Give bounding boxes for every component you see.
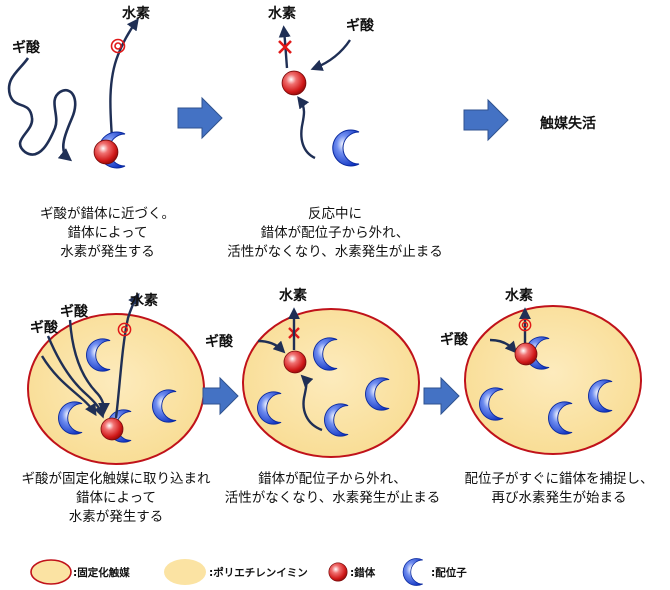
label-formic-acid: ギ酸 [346,17,375,34]
caption-line: 配位子がすぐに錯体を捕捉し、 [464,471,654,487]
legend-catalyst-label: :固定化触媒 [73,567,130,579]
legend-ligand-icon [402,558,424,586]
label-hydrogen: 水素 [268,5,296,22]
formic-acid-path [7,57,77,162]
process-arrow-4 [423,376,460,416]
bottom-panel-1: 水素 ギ酸 ギ酸 [27,292,205,465]
caption-top-1: ギ酸が錯体に近づく。 錯体によって 水素が発生する [10,205,205,262]
caption-line: 錯体によって [76,490,156,506]
ligand-icon [332,129,360,167]
label-hydrogen: 水素 [279,287,307,304]
process-arrow-1 [177,96,223,140]
hydrogen-path [109,18,139,139]
caption-line: ギ酸が錯体に近づく。 [40,206,175,222]
label-formic-acid: ギ酸 [60,303,89,320]
bottom-panel-3: 水素 ギ酸 [440,287,642,455]
caption-line: ギ酸が固定化触媒に取り込まれ [21,471,211,487]
caption-line: 活性がなくなり、水素発生が止まる [224,490,441,506]
immobilized-catalyst [464,305,642,455]
bottom-panel-2: 水素 ギ酸 [205,287,420,458]
caption-bottom-2: 錯体が配位子から外れ、 活性がなくなり、水素発生が止まる [210,470,455,508]
formic-acid-path [257,339,286,354]
label-hydrogen: 水素 [122,5,150,22]
caption-bottom-1: ギ酸が固定化触媒に取り込まれ 錯体によって 水素が発生する [0,470,232,527]
formic-acid-path [68,319,110,415]
label-formic-acid: ギ酸 [12,39,41,56]
legend-ligand-label: :配位子 [431,567,467,579]
legend-complex-label: :錯体 [350,567,376,579]
complex-icon [93,139,119,165]
formic-acid-path [489,338,518,354]
complex-path [297,96,316,160]
caption-line: 錯体が配位子から外れ、 [258,471,407,487]
legend-catalyst-swatch [30,559,72,585]
formic-acid-path [310,39,351,71]
top-panel-2: 水素 ギ酸 [268,5,375,167]
hydrogen-path [114,292,140,419]
label-formic-acid: ギ酸 [440,331,469,348]
caption-bottom-3: 配位子がすぐに錯体を捕捉し、 再び水素発生が始まる [450,470,668,508]
immobilized-catalyst [242,308,420,458]
caption-line: 水素が発生する [68,509,164,525]
blocked-mark [278,40,292,54]
legend-polymer-label: :ポリエチレンイミン [209,567,308,579]
label-hydrogen: 水素 [505,287,533,304]
immobilized-catalyst [27,313,205,465]
label-hydrogen: 水素 [130,292,158,309]
caption-line: 錯体が配位子から外れ、 [260,225,410,241]
process-arrow-2 [463,98,509,142]
complex-icon [514,342,538,366]
caption-line: 再び水素発生が始まる [491,490,627,506]
process-arrow-3 [202,376,239,416]
label-formic-acid: ギ酸 [205,333,234,350]
formic-acid-path [40,355,97,417]
legend-complex-icon [328,562,348,582]
caption-line: 活性がなくなり、水素発生が止まる [227,244,443,260]
complex-path [300,374,323,432]
caption-top-2: 反応中に 錯体が配位子から外れ、 活性がなくなり、水素発生が止まる [205,205,465,262]
caption-line: 反応中に [308,206,362,222]
legend-polymer-swatch [164,559,206,585]
label-deactivation: 触媒失活 [539,115,596,132]
caption-line: 水素が発生する [60,244,155,260]
legend [30,558,424,586]
complex-icon [100,417,124,441]
caption-line: 錯体によって [67,225,148,241]
complex-icon [283,350,307,374]
formic-acid-path [46,335,106,419]
label-formic-acid: ギ酸 [30,319,59,336]
complex-icon [281,70,307,96]
top-panel-1: ギ酸 水素 [7,5,150,169]
